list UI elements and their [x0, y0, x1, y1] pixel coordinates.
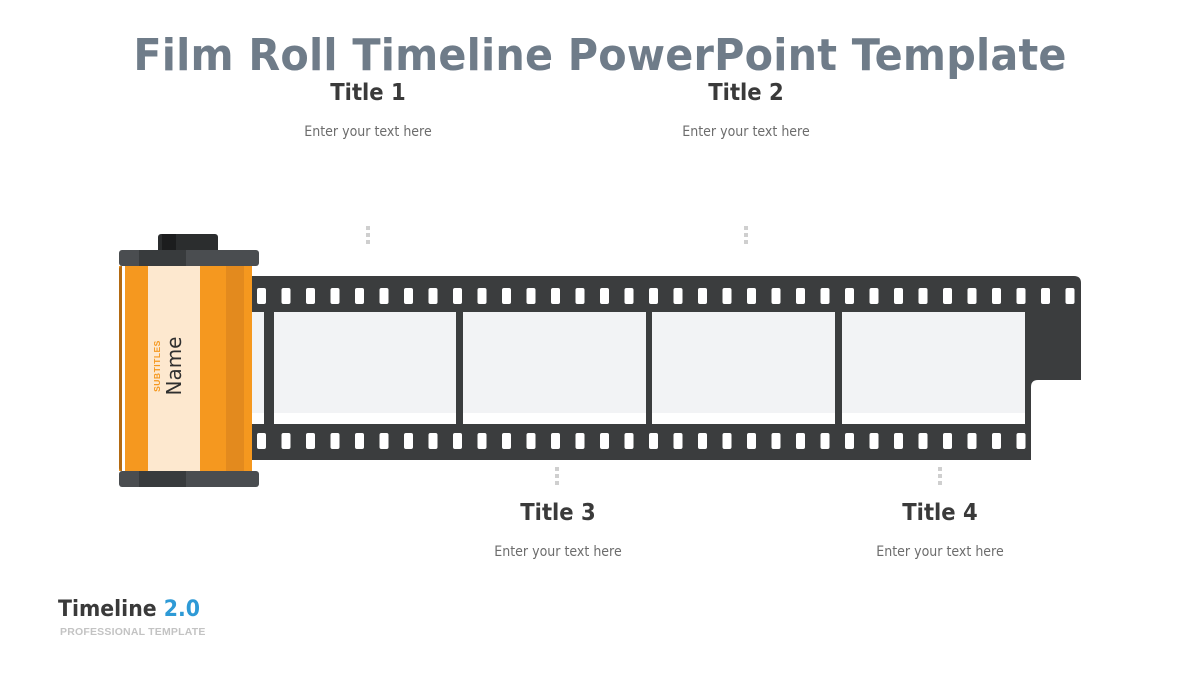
footer-tagline: PROFESSIONAL TEMPLATE: [60, 626, 206, 638]
canister-shade-band: [226, 266, 244, 471]
milestone-2-connector: [744, 226, 748, 246]
canister-name: Name: [162, 336, 186, 396]
canister-edge-highlight: [122, 266, 125, 471]
footer-brand-name: Timeline: [58, 597, 157, 622]
canister-label-band: [148, 266, 200, 471]
milestone-3-connector: [555, 467, 559, 487]
milestone-3-title: Title 3: [520, 500, 596, 526]
footer-brand-version: 2.0: [163, 597, 201, 622]
film-strip-icon: [252, 276, 1081, 460]
canister-label: SUBTITLES Name: [152, 286, 196, 446]
milestone-4-text: Enter your text here: [876, 544, 1004, 560]
footer-brand: Timeline 2.0: [58, 597, 200, 622]
milestone-4-title: Title 4: [902, 500, 978, 526]
slide-title: Film Roll Timeline PowerPoint Template: [133, 30, 1067, 81]
canister-knob: [158, 234, 218, 252]
milestone-1-connector: [366, 226, 370, 246]
milestone-2-text: Enter your text here: [682, 124, 810, 140]
milestone-3-text: Enter your text here: [494, 544, 622, 560]
canister-bottom-cap: [119, 471, 259, 487]
milestone-1-text: Enter your text here: [304, 124, 432, 140]
canister-top-cap: [119, 250, 259, 266]
milestone-1-title: Title 1: [330, 80, 406, 106]
film-canister: SUBTITLES Name: [119, 266, 252, 471]
milestone-2-title: Title 2: [708, 80, 784, 106]
milestone-4-connector: [938, 467, 942, 487]
canister-edge: [119, 266, 122, 471]
